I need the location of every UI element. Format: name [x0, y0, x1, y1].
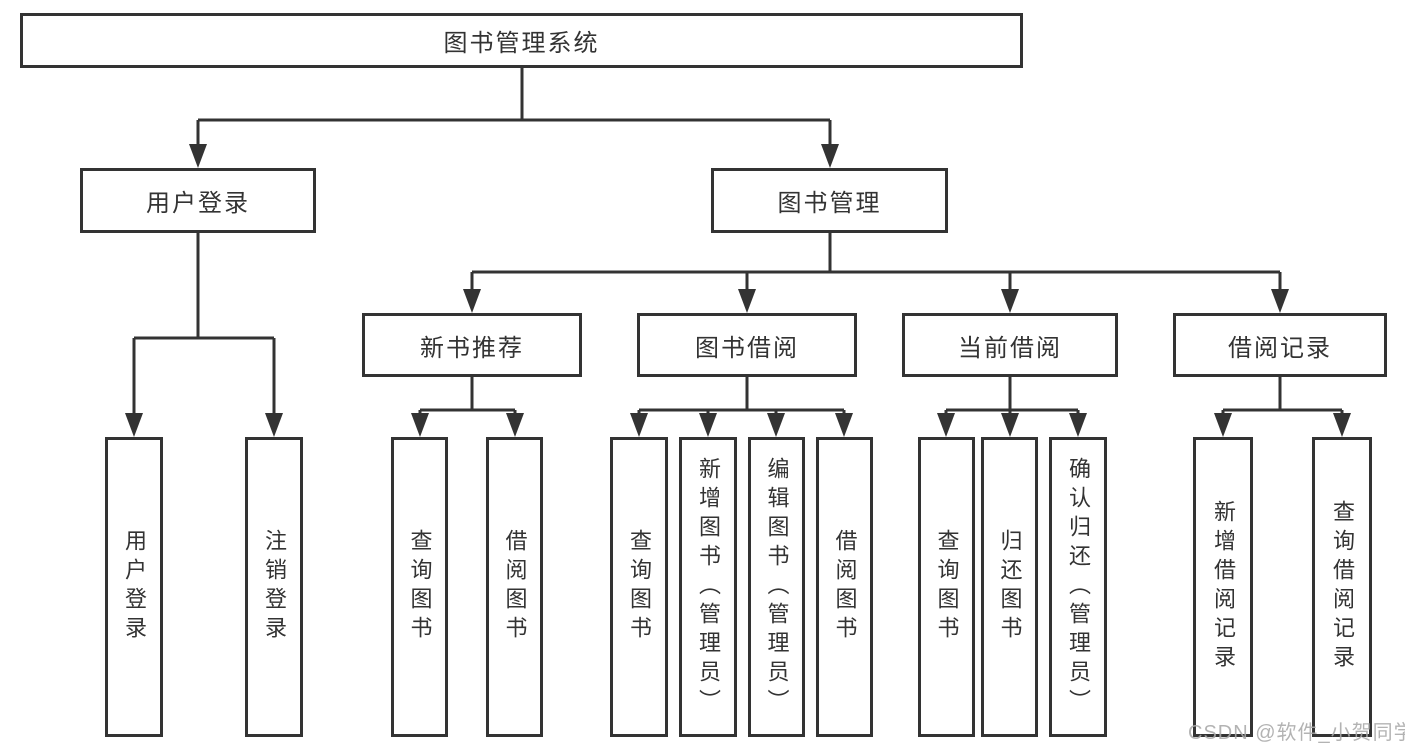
node-book-borrow: 图书借阅 [637, 313, 857, 377]
node-borrow-records: 借阅记录 [1173, 313, 1387, 377]
leaf-confirm-return-admin: 确认归还（管理员） [1049, 437, 1107, 737]
leaf-add-book-admin: 新增图书（管理员） [679, 437, 737, 737]
leaf-logout-login: 注销登录 [245, 437, 303, 737]
leaf-query-books-borrow: 查询图书 [610, 437, 668, 737]
leaf-return-book: 归还图书 [981, 437, 1038, 737]
node-new-book-recommend: 新书推荐 [362, 313, 582, 377]
leaf-add-borrow-record: 新增借阅记录 [1193, 437, 1253, 737]
leaf-query-borrow-record: 查询借阅记录 [1312, 437, 1372, 737]
leaf-borrow-books: 借阅图书 [816, 437, 873, 737]
node-book-management: 图书管理 [711, 168, 948, 233]
leaf-query-books-recommend: 查询图书 [391, 437, 448, 737]
node-user-login: 用户登录 [80, 168, 316, 233]
leaf-edit-book-admin: 编辑图书（管理员） [748, 437, 805, 737]
csdn-watermark: CSDN @软件_小贺同学 [1188, 722, 1405, 744]
leaf-user-login: 用户登录 [105, 437, 163, 737]
leaf-borrow-books-recommend: 借阅图书 [486, 437, 543, 737]
leaf-query-books-current: 查询图书 [918, 437, 975, 737]
node-current-borrow: 当前借阅 [902, 313, 1118, 377]
node-root: 图书管理系统 [20, 13, 1023, 68]
